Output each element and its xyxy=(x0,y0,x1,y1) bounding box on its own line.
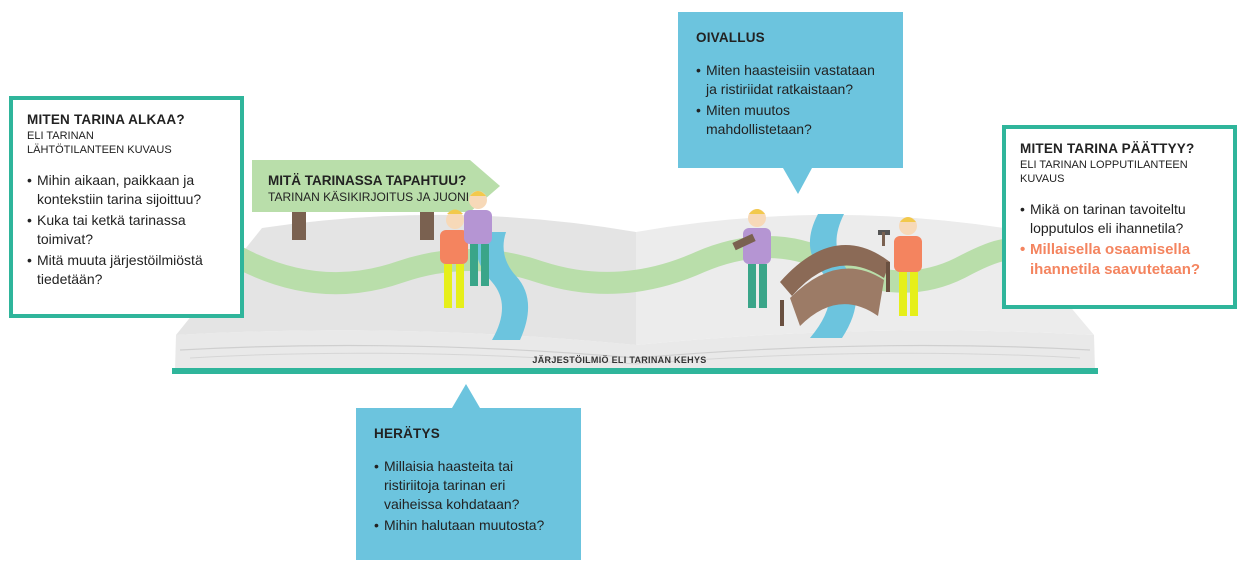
book-baseline xyxy=(172,368,1098,374)
person-purple-right xyxy=(732,209,771,308)
awakening-pointer xyxy=(452,384,480,408)
list-item-accent: Millaisella osaamisella ihannetila saavu… xyxy=(1020,240,1219,280)
story-end-box: MITEN TARINA PÄÄTTYY? ELI TARINAN LOPPUT… xyxy=(1002,125,1237,309)
plot-arrow-title: MITÄ TARINASSA TAPAHTUU? xyxy=(268,173,467,188)
person-purple-left xyxy=(464,191,492,286)
story-end-subtitle: ELI TARINAN LOPPUTILANTEEN KUVAUS xyxy=(1020,159,1188,185)
bridge xyxy=(780,245,890,326)
insight-pointer xyxy=(783,168,812,194)
list-item: Miten muutos mahdollistetaan? xyxy=(696,101,885,139)
story-end-title: MITEN TARINA PÄÄTTYY? xyxy=(1020,141,1195,156)
awakening-box: HERÄTYS Millaisia haasteita tai ristirii… xyxy=(356,408,581,560)
list-item: Mihin halutaan muutosta? xyxy=(374,516,563,535)
insight-title: OIVALLUS xyxy=(696,30,765,45)
person-orange-right xyxy=(878,217,922,316)
awakening-list: Millaisia haasteita tai ristiriitoja tar… xyxy=(374,457,563,535)
insight-list: Miten haasteisiin vastataan ja ristiriid… xyxy=(696,61,885,139)
book-label: JÄRJESTÖILMIÖ ELI TARINAN KEHYS xyxy=(532,355,707,365)
plot-arrow-subtitle: TARINAN KÄSIKIRJOITUS JA JUONI xyxy=(268,190,470,204)
list-item: Mihin aikaan, paikkaan ja kontekstiin ta… xyxy=(27,171,226,209)
story-start-list: Mihin aikaan, paikkaan ja kontekstiin ta… xyxy=(27,171,226,289)
plot-arrow-text: MITÄ TARINASSA TAPAHTUU? TARINAN KÄSIKIR… xyxy=(268,173,469,204)
list-item: Mikä on tarinan tavoiteltu lopputulos el… xyxy=(1020,200,1219,238)
plot-arrow xyxy=(252,160,500,212)
story-path xyxy=(229,236,1015,295)
list-item: Mitä muuta järjestöilmiöstä tiedetään? xyxy=(27,251,226,289)
sign-post-left xyxy=(292,212,306,240)
story-start-title: MITEN TARINA ALKAA? xyxy=(27,112,185,127)
sign-post-right xyxy=(420,212,434,240)
list-item: Kuka tai ketkä tarinassa toimivat? xyxy=(27,211,226,249)
person-orange-left xyxy=(440,209,468,308)
book-page-edges xyxy=(175,330,1095,370)
list-item: Miten haasteisiin vastataan ja ristiriid… xyxy=(696,61,885,99)
story-start-box: MITEN TARINA ALKAA? ELI TARINAN LÄHTÖTIL… xyxy=(9,96,244,318)
insight-box: OIVALLUS Miten haasteisiin vastataan ja … xyxy=(678,12,903,168)
story-start-subtitle: ELI TARINAN LÄHTÖTILANTEEN KUVAUS xyxy=(27,130,172,156)
story-end-list: Mikä on tarinan tavoiteltu lopputulos el… xyxy=(1020,200,1219,280)
list-item: Millaisia haasteita tai ristiriitoja tar… xyxy=(374,457,563,514)
awakening-title: HERÄTYS xyxy=(374,426,440,441)
